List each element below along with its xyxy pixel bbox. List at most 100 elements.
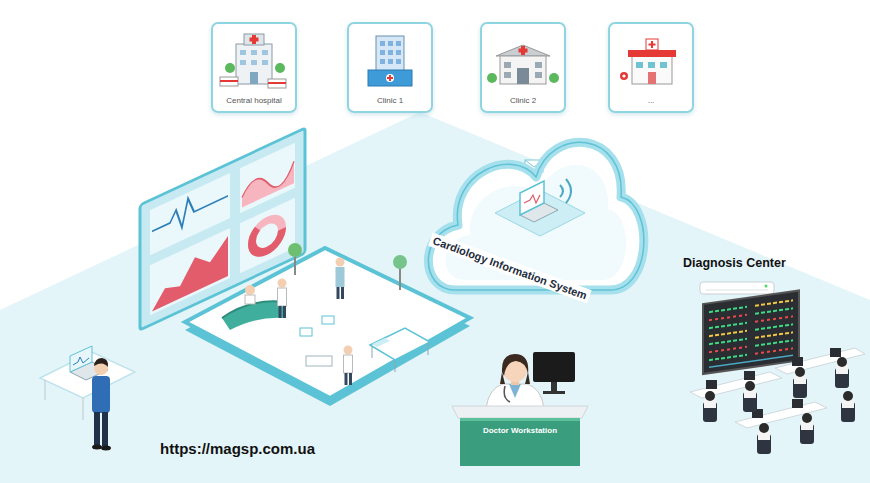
laptop-desk-part [83,398,84,420]
doctor-monitor-part [551,382,557,392]
operator-figures-part [843,391,853,401]
operator-desks-part [830,348,841,357]
operator-figures-part [795,367,805,377]
monitoring-screen-part [709,315,747,320]
doctor-monitor-part [533,352,575,382]
laptop-desk-part [40,352,135,398]
hospital-icon-part [620,72,628,80]
clinic-icon-part [380,50,385,55]
plant-lamp-part [288,243,302,257]
hospital-icon-part [628,50,676,57]
doctor-figure-part [349,373,352,385]
monitor-wall-part [242,161,294,207]
doctor-monitor [533,352,575,394]
hospital-icon-part [636,62,643,68]
monitoring-screen-part [709,307,747,312]
operator-desks-part [792,357,803,366]
monitoring-screen-part [755,300,793,305]
hospital-icon-part [646,39,658,50]
site-card: ... [608,22,694,113]
hospital-bed [370,328,430,372]
cloud-ground [428,142,643,290]
workstation-desk: Doctor Workstation [460,418,580,466]
clinic-icon-part [396,41,401,46]
clinic-icon-part [380,59,385,64]
operator-desks-part [690,372,782,398]
cloud-outline [428,142,643,290]
hospital-bed-part [372,338,390,347]
operator-figures-part [745,381,755,391]
air-conditioner [700,282,774,294]
clinic-icon-part [535,72,542,78]
monitoring-screen-part [709,355,793,367]
doctor-figure-part [345,373,348,385]
hospital-icon-part [275,63,285,73]
operator-figures-part [759,423,769,433]
clinic-icon-part [368,70,412,86]
laptop-icon-part [560,185,563,197]
laptop-icon-part [566,179,571,203]
hospital-icon-part [262,50,268,55]
operator-figures-part [705,391,715,401]
plant-lamp [288,243,407,290]
hospital-icon-part [251,50,257,55]
clinic-icon-part [386,74,394,82]
patient-figure-part [92,376,110,413]
doctor-figure-part [486,384,544,408]
staff-figure-part [341,287,344,299]
cloud-outline [420,115,650,320]
monitor-wall-part [242,161,294,203]
monitoring-screen-part [755,340,793,345]
clinic-icon-part [487,73,497,83]
operator-desks-part [706,380,717,389]
hospital-icon-part [225,63,235,73]
hospital-bed-part [395,360,396,372]
hospital-icon-part [649,44,656,46]
clinic-icon-part [396,59,401,64]
node-label: ... [648,96,655,105]
doctor-figure-part [500,372,505,384]
clinic-icon-part [396,50,401,55]
monitor-wall-part [240,198,295,274]
chairs-part [300,328,312,336]
hospital-icon-part [660,62,667,68]
clinic-icon [368,36,412,86]
hospital-bed-part [428,343,429,355]
monitoring-screen-part [755,308,793,313]
monitoring-screen [703,291,799,374]
monitoring-screen-part [703,291,799,374]
hospital-bed-part [370,328,430,360]
staff-figure-part [336,258,345,267]
chairs [300,316,334,366]
hospital-icon-part [648,72,656,84]
receptionist-figure-part [245,295,255,304]
operator-desks-part [792,399,803,408]
monitoring-screen-part [755,348,793,353]
laptop-desk-part [45,380,46,400]
monitoring-screen-part [709,355,747,360]
hospital-icon [620,39,676,84]
air-conditioner-part [700,282,774,294]
site-card: Central hospital [211,22,297,113]
doctor-monitor-part [543,391,565,394]
doctor-figure-part [344,355,353,373]
hospital-icon-part [220,77,238,86]
monitor-wall-part [252,214,282,258]
monitor-wall [140,128,305,330]
doctor-figure-part [509,384,521,398]
staff-figure-part [336,267,345,287]
cloud-outline [428,142,643,290]
clinic-icon-part [387,77,393,79]
monitoring-screen-part [755,324,793,329]
doctor-figure-part [525,372,530,384]
cloud-ground-part [428,142,643,290]
laptop-desk-part [73,357,89,365]
node-label: Doctor Workstation [483,426,557,435]
hospital-icon-part [622,74,625,77]
hospital-icon-part [251,60,257,65]
monitor-wall-part [152,236,228,311]
chairs-part [306,356,332,366]
